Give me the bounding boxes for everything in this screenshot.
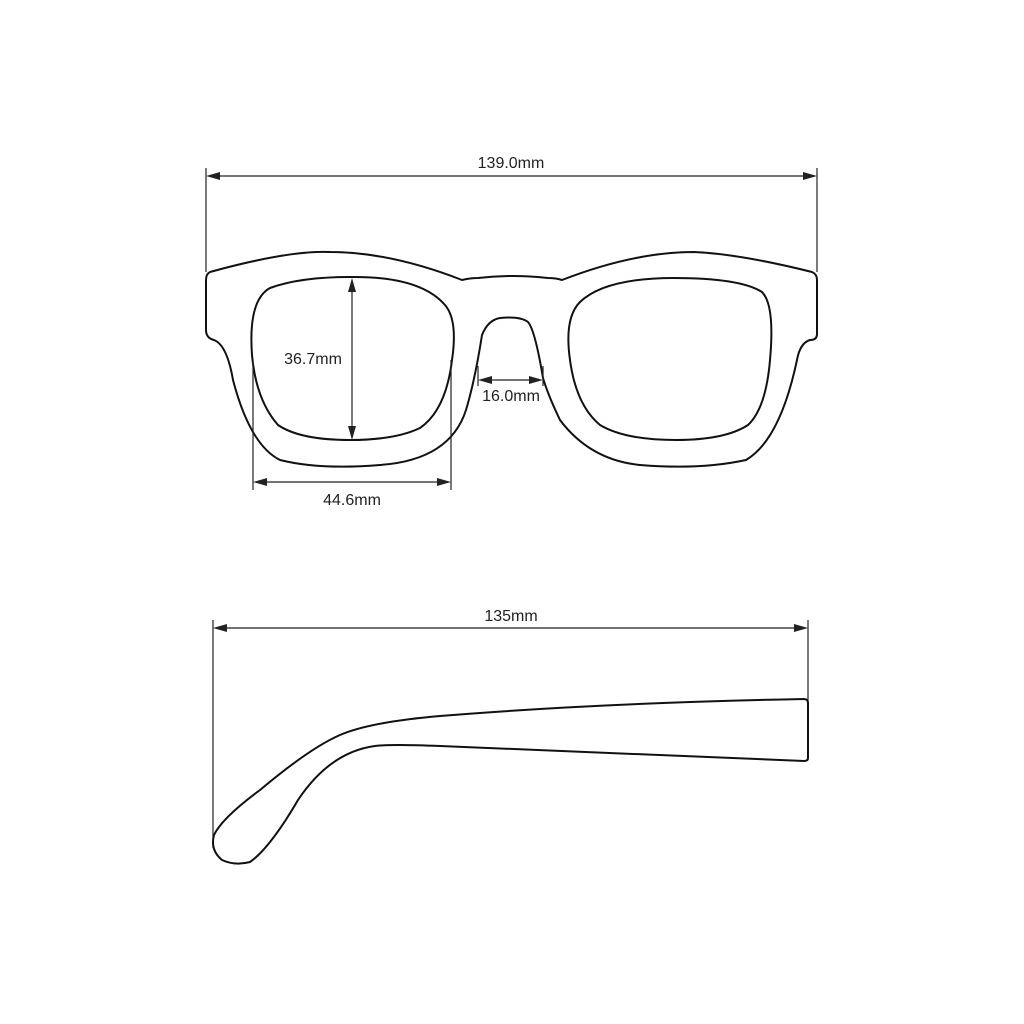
temple-arm-outline [212, 698, 809, 865]
side-view: 135mm [212, 608, 809, 865]
lens-width-label: 44.6mm [323, 492, 381, 509]
bridge-width-dimension: 16.0mm [477, 366, 544, 405]
lens-height-label: 36.7mm [284, 351, 342, 368]
lens-width-dimension: 44.6mm [252, 360, 452, 509]
front-view: 139.0mm 36.7mm 16.0mm [205, 155, 818, 509]
frame-outline [205, 250, 818, 468]
total-width-dimension: 139.0mm [205, 155, 818, 272]
lens-height-dimension: 36.7mm [284, 278, 356, 440]
total-width-label: 139.0mm [478, 155, 545, 172]
temple-length-label: 135mm [484, 608, 537, 625]
temple-length-dimension: 135mm [212, 608, 809, 848]
right-lens [567, 277, 773, 441]
bridge-width-label: 16.0mm [482, 388, 540, 405]
left-lens [250, 275, 455, 441]
